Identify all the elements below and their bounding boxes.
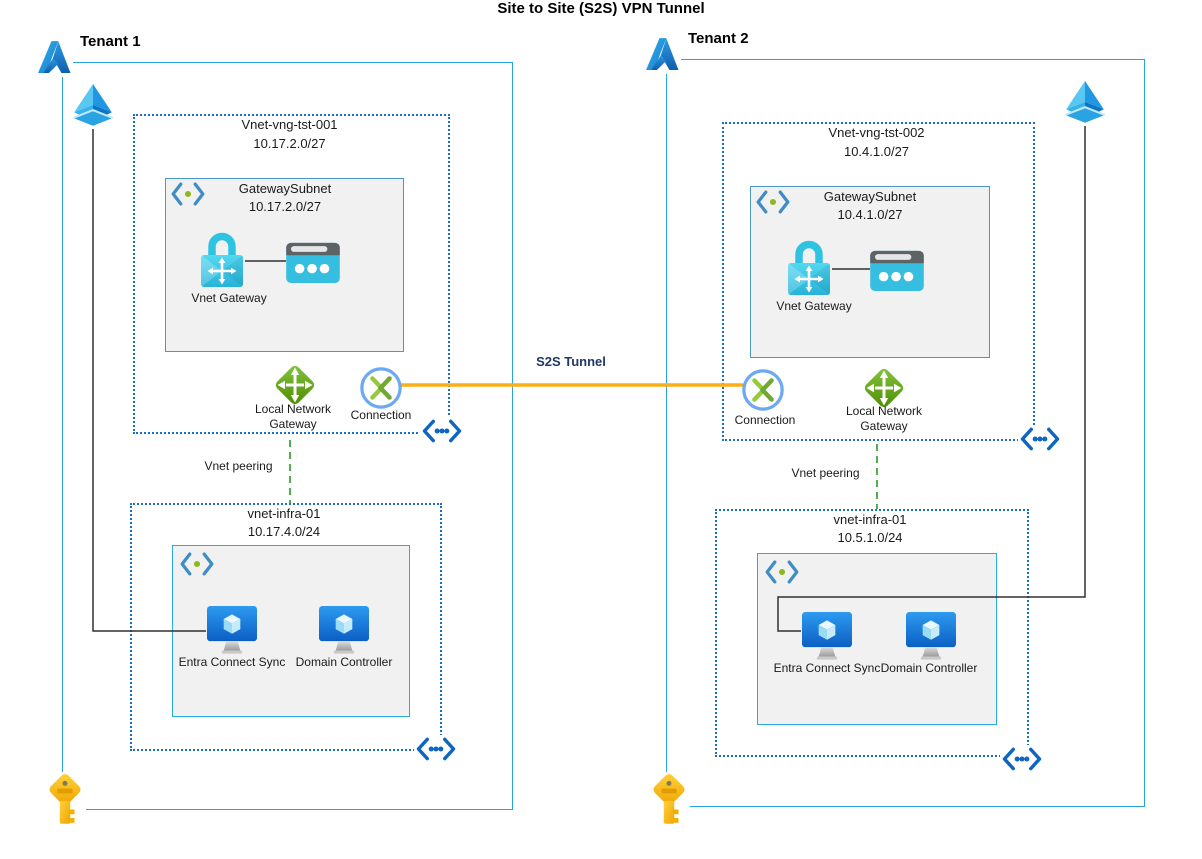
connection-icon [359,366,403,410]
tenant1-gateway-subnet-name: GatewaySubnet [238,181,332,196]
vpn-gateway-lock-icon [786,237,832,301]
azure-logo-icon [643,34,681,74]
subnet-icon [764,559,800,585]
tenant1-gateway-vnet-name: Vnet-vng-tst-001 [241,117,338,132]
tenant1-gateway-subnet-cidr: 10.17.2.0/27 [248,199,322,214]
tenant1-connection-label: Connection [350,408,412,422]
tenant1-local-network-gateway-label: Local Network Gateway [254,402,332,431]
tenant2-gateway-vnet-cidr: 10.4.1.0/27 [843,144,910,159]
tenant2-gateway-subnet-cidr: 10.4.1.0/27 [837,207,903,222]
tenant1-entra-connect-sync-label: Entra Connect Sync [178,655,286,669]
tenant2-infra-vnet-cidr: 10.5.1.0/24 [837,530,903,545]
pyramid-icon [70,83,116,131]
tenant2-entra-connect-sync-label: Entra Connect Sync [773,661,881,675]
tenant1-infra-vnet-name: vnet-infra-01 [247,506,321,521]
virtual-network-icon [414,735,458,763]
tenant1-domain-controller-label: Domain Controller [295,655,393,669]
key-icon [44,772,86,828]
gateway-device-icon [870,247,924,291]
vm-icon [206,606,258,656]
tenant2-domain-controller-label: Domain Controller [880,661,978,675]
tenant2-vnet-peering-label: Vnet peering [791,466,860,480]
vpn-gateway-lock-icon [199,229,245,293]
tenant2-infra-vnet-name: vnet-infra-01 [833,512,907,527]
tenant2-connection-label: Connection [734,413,796,427]
virtual-network-icon [1000,745,1044,773]
tenant2-label: Tenant 2 [688,30,749,47]
s2s-tunnel-label: S2S Tunnel [536,354,606,369]
tenant2-vnet-gateway-label: Vnet Gateway [776,299,852,313]
tenant1-infra-vnet-cidr: 10.17.4.0/24 [247,524,321,539]
connection-icon [741,368,785,412]
gateway-device-icon [286,239,340,283]
tenant2-boundary [666,59,1145,807]
virtual-network-icon [420,417,464,445]
pyramid-icon [1062,80,1108,128]
key-icon [648,772,690,828]
vm-icon [318,606,370,656]
tenant2-local-network-gateway-label: Local Network Gateway [845,404,923,433]
tenant1-boundary [62,62,513,810]
subnet-icon [179,551,215,577]
virtual-network-icon [1018,425,1062,453]
tenant1-gateway-vnet-cidr: 10.17.2.0/27 [253,136,326,151]
tenant1-vnet-gateway-label: Vnet Gateway [191,291,267,305]
tenant1-vnet-peering-label: Vnet peering [204,459,273,473]
vm-icon [905,612,957,662]
azure-logo-icon [35,37,73,77]
tenant1-label: Tenant 1 [80,33,141,50]
diagram-title: Site to Site (S2S) VPN Tunnel [497,0,705,17]
tenant2-gateway-vnet-name: Vnet-vng-tst-002 [828,125,925,140]
tenant2-gateway-subnet-name: GatewaySubnet [823,189,917,204]
vm-icon [801,612,853,662]
